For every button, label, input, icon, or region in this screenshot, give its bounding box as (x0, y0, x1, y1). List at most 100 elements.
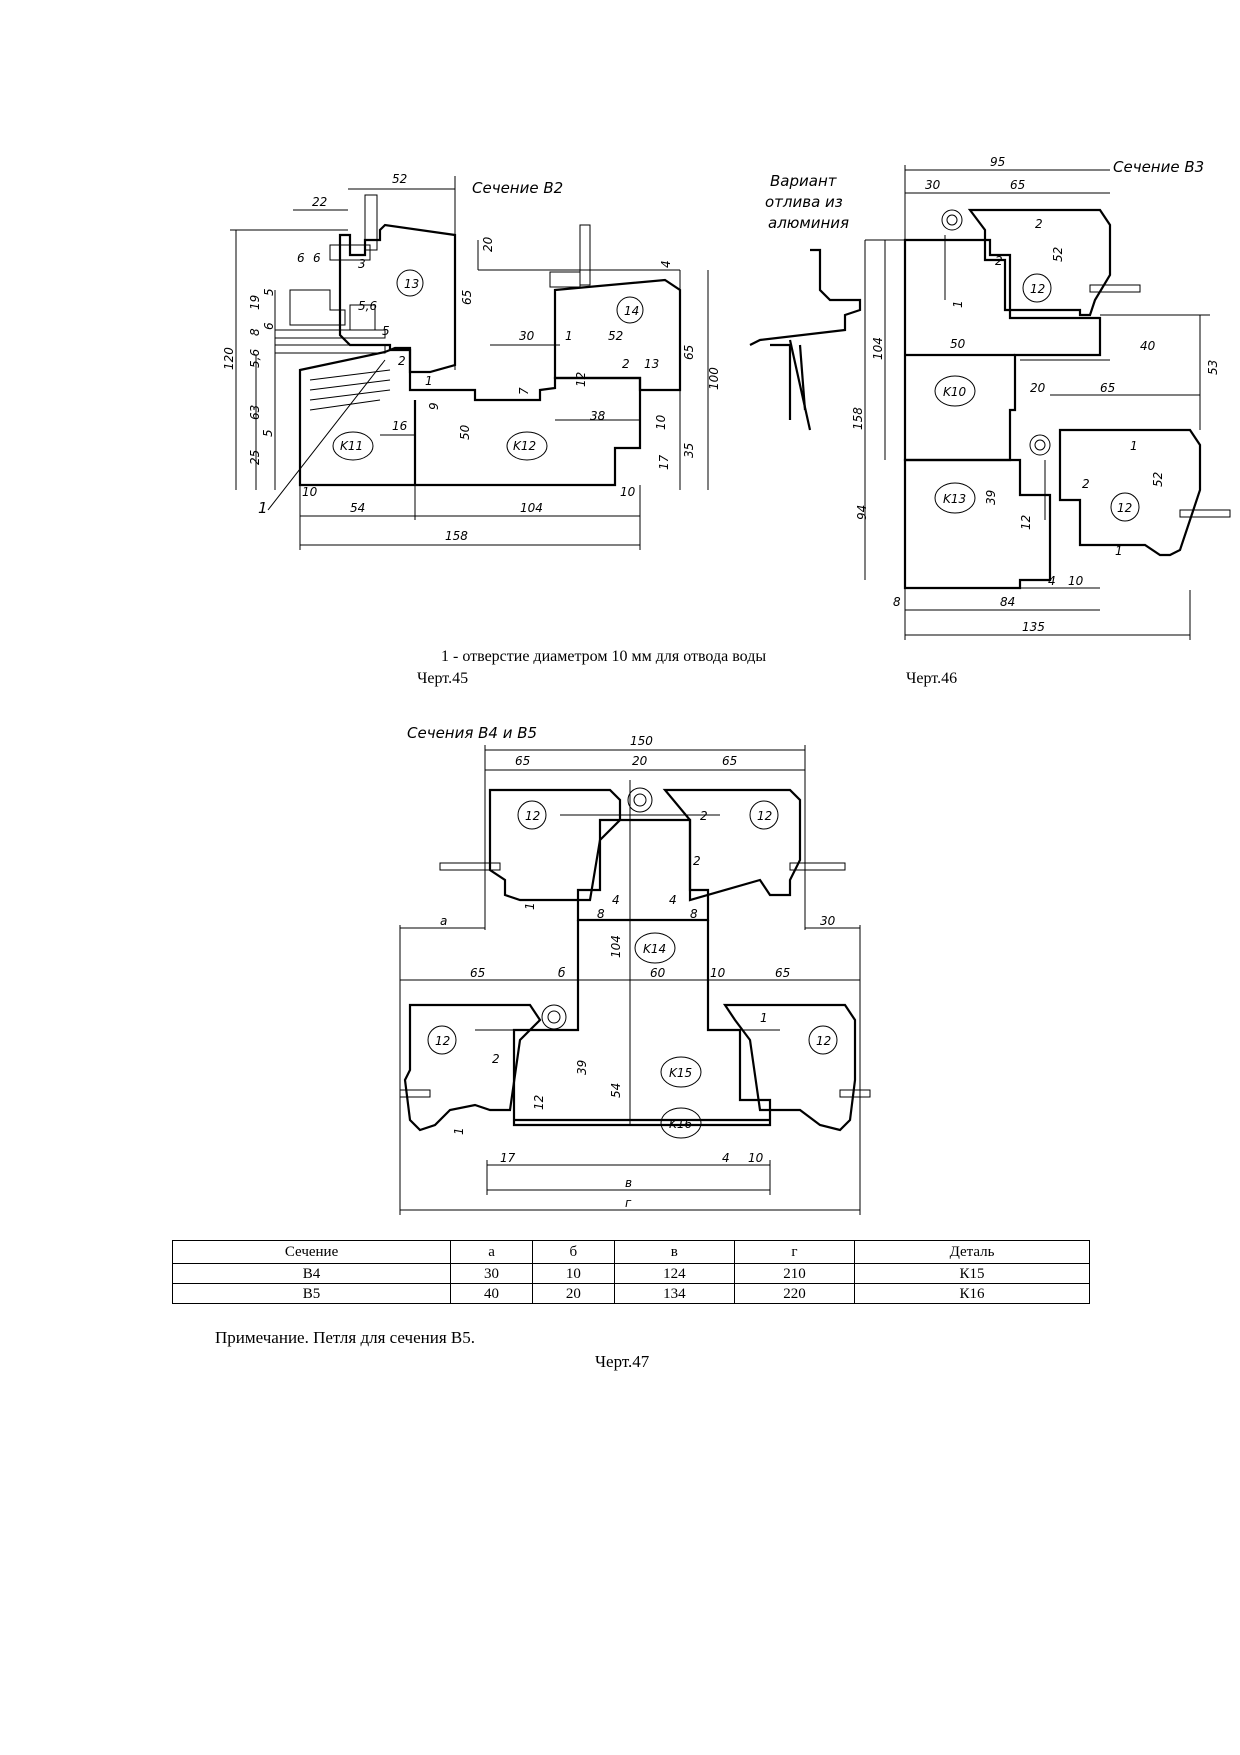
drawing-46-frame-profile (903, 208, 1202, 590)
svg-text:1: 1 (523, 902, 537, 910)
table-header-cell: а (450, 1240, 533, 1264)
svg-text:104: 104 (871, 337, 885, 360)
svg-text:52: 52 (392, 172, 407, 186)
svg-text:10: 10 (1068, 574, 1084, 588)
drawing-45-part-markers (332, 269, 644, 461)
svg-text:12: 12 (525, 809, 540, 823)
drawing-47-dimension-lines (399, 745, 861, 1215)
svg-text:95: 95 (990, 155, 1005, 169)
svg-text:1: 1 (565, 329, 573, 343)
caption-chert-46: Черт.46 (906, 670, 958, 687)
svg-text:K12: K12 (513, 439, 536, 453)
svg-text:120: 120 (222, 347, 236, 370)
svg-text:3: 3 (358, 257, 366, 271)
svg-text:9: 9 (427, 402, 441, 410)
svg-text:30: 30 (519, 329, 535, 343)
svg-text:K14: K14 (643, 942, 666, 956)
svg-text:150: 150 (630, 734, 653, 748)
svg-text:4: 4 (612, 893, 620, 907)
table-cell: 210 (733, 1263, 856, 1284)
table-header-cell: г (733, 1240, 856, 1264)
drawing-47-title: Сечения В4 и В5 (407, 724, 537, 742)
svg-text:K15: K15 (669, 1066, 692, 1080)
svg-text:50: 50 (458, 424, 472, 440)
table-cell: К16 (854, 1283, 1090, 1304)
svg-text:2: 2 (622, 357, 630, 371)
svg-text:K16: K16 (669, 1117, 693, 1131)
svg-text:52: 52 (1151, 472, 1165, 487)
svg-text:12: 12 (574, 372, 588, 387)
svg-text:12: 12 (757, 809, 772, 823)
svg-text:22: 22 (312, 195, 327, 209)
svg-text:1: 1 (1130, 439, 1138, 453)
drawing-47-frame-profile (403, 788, 857, 1132)
aluminium-drip-sketch (749, 248, 862, 431)
table-cell: 30 (450, 1263, 533, 1284)
table-cell: 10 (531, 1263, 615, 1284)
svg-text:4: 4 (659, 260, 673, 268)
svg-text:63: 63 (248, 405, 262, 420)
svg-text:K13: K13 (943, 492, 966, 506)
drawing-46-hinge-and-glass (941, 209, 1231, 520)
table-cell: 220 (733, 1283, 856, 1304)
svg-text:20: 20 (632, 754, 648, 768)
table-cell: К15 (854, 1263, 1090, 1284)
sections-table: Сечение а б в г Деталь В4 30 10 124 210 … (171, 1240, 1090, 1304)
svg-text:8: 8 (893, 595, 901, 609)
svg-text:65: 65 (515, 754, 530, 768)
svg-text:52: 52 (1051, 247, 1065, 262)
drain-hole-note: 1 - отверстие диаметром 10 мм для отвода… (441, 648, 767, 665)
svg-text:12: 12 (532, 1095, 546, 1110)
svg-text:5,6: 5,6 (358, 299, 377, 313)
svg-text:K10: K10 (943, 385, 967, 399)
svg-text:50: 50 (950, 337, 966, 351)
svg-text:б: б (558, 966, 566, 980)
table-header-cell: в (613, 1240, 735, 1264)
svg-text:104: 104 (609, 935, 623, 958)
svg-text:6: 6 (313, 251, 321, 265)
svg-text:52: 52 (608, 329, 623, 343)
svg-text:1: 1 (425, 374, 433, 388)
drawing-46-part-markers (934, 273, 1140, 522)
svg-text:1: 1 (452, 1127, 466, 1135)
svg-text:54: 54 (350, 501, 365, 515)
svg-text:5: 5 (262, 288, 276, 296)
svg-text:8: 8 (248, 328, 262, 336)
svg-text:65: 65 (470, 966, 485, 980)
svg-text:65: 65 (775, 966, 790, 980)
svg-text:104: 104 (520, 501, 543, 515)
svg-text:2: 2 (1035, 217, 1043, 231)
svg-text:54: 54 (609, 1083, 623, 1098)
svg-text:25: 25 (248, 450, 262, 465)
svg-text:5,6: 5,6 (248, 349, 262, 368)
svg-text:12: 12 (1019, 515, 1033, 530)
svg-text:35: 35 (682, 443, 696, 458)
svg-text:17: 17 (500, 1151, 516, 1165)
svg-text:2: 2 (995, 254, 1003, 268)
svg-text:53: 53 (1206, 360, 1220, 375)
svg-text:4: 4 (722, 1151, 730, 1165)
drawing-47-part-markers (427, 800, 838, 1139)
svg-text:2: 2 (492, 1052, 500, 1066)
svg-text:20: 20 (481, 236, 495, 252)
svg-text:а: а (440, 914, 447, 928)
svg-text:65: 65 (1100, 381, 1115, 395)
svg-text:19: 19 (248, 295, 262, 310)
svg-text:2: 2 (1082, 477, 1090, 491)
variant-label-line-1: Вариант (770, 172, 838, 190)
svg-text:65: 65 (722, 754, 737, 768)
svg-text:2: 2 (398, 354, 406, 368)
drawing-46-title: Сечение В3 (1113, 158, 1204, 176)
table-header-cell: Сечение (171, 1240, 452, 1264)
table-cell: 134 (613, 1283, 735, 1304)
caption-chert-45: Черт.45 (417, 670, 469, 687)
svg-text:20: 20 (1030, 381, 1046, 395)
svg-text:1: 1 (1115, 544, 1123, 558)
svg-text:13: 13 (644, 357, 659, 371)
svg-text:K11: K11 (340, 439, 363, 453)
svg-text:60: 60 (650, 966, 666, 980)
svg-text:12: 12 (1030, 282, 1045, 296)
table-cell: 124 (613, 1263, 735, 1284)
